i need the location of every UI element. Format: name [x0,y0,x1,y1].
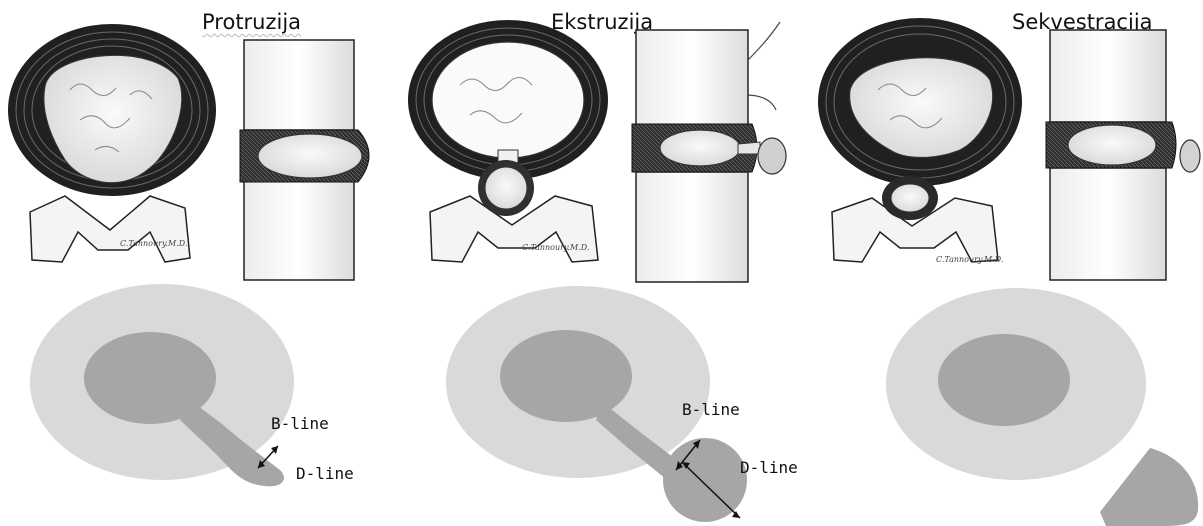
protrusion-axial-drawing [8,24,216,262]
protrusion-sagittal-drawing [240,40,369,280]
signature-sequestration: C.Tannoury.M.D. [936,255,1003,264]
signature-extrusion: C.Tannoury.M.D. [522,243,589,252]
signature-protrusion: C.Tannoury.M.D. [120,239,187,248]
d-line-label-protrusion: D-line [296,464,354,483]
b-line-label-extrusion: B-line [682,400,740,419]
sequestration-axial-drawing [818,18,1022,262]
sequestration-schematic [886,288,1198,526]
protrusion-schematic [30,284,294,486]
sequestration-sagittal-drawing [1046,30,1200,280]
extrusion-sagittal-drawing [632,22,786,282]
b-line-label-protrusion: B-line [271,414,329,433]
d-line-label-extrusion: D-line [740,458,798,477]
extrusion-axial-drawing [408,20,608,262]
